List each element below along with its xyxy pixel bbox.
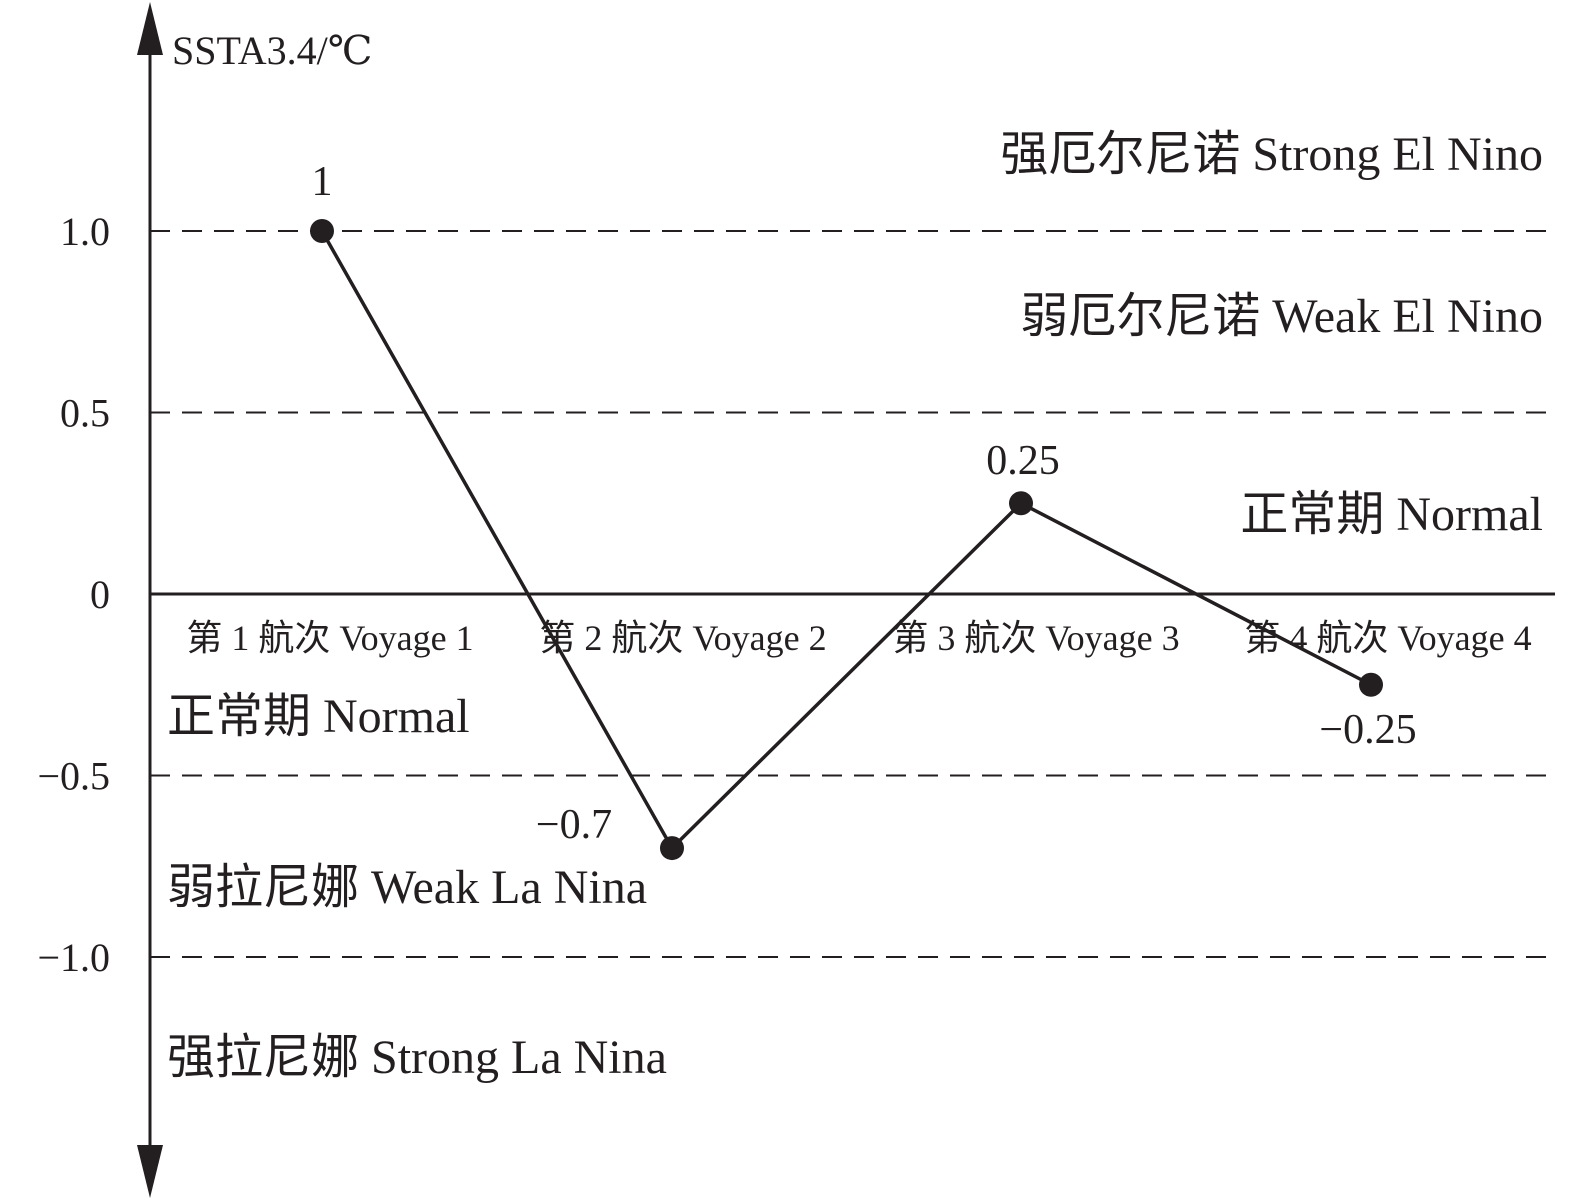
x-category-label: 第 1 航次 Voyage 1 bbox=[186, 618, 473, 658]
data-point bbox=[1359, 672, 1383, 697]
zone-label: 正常期 Normal bbox=[1240, 488, 1543, 541]
data-point bbox=[1009, 491, 1033, 516]
zone-label: 正常期 Normal bbox=[167, 690, 470, 743]
y-tick-label: 0.5 bbox=[60, 391, 110, 436]
data-label: −0.25 bbox=[1319, 707, 1416, 753]
series-line bbox=[320, 230, 1372, 851]
data-label: 0.25 bbox=[986, 438, 1060, 484]
y-axis-label: SSTA3.4/℃ bbox=[172, 28, 372, 73]
zone-label: 强拉尼娜 Strong La Nina bbox=[167, 1031, 667, 1084]
y-tick-label: 1.0 bbox=[60, 209, 110, 254]
data-point bbox=[310, 219, 334, 243]
y-axis-arrow-up bbox=[137, 2, 163, 55]
x-category-label: 第 4 航次 Voyage 4 bbox=[1244, 618, 1531, 658]
y-axis-arrow-down bbox=[137, 1145, 163, 1198]
y-tick-label: −1.0 bbox=[37, 935, 110, 980]
data-label: 1 bbox=[312, 159, 333, 205]
y-tick-label: −0.5 bbox=[37, 754, 110, 799]
data-point bbox=[660, 836, 684, 861]
x-category-label: 第 3 航次 Voyage 3 bbox=[892, 618, 1179, 658]
data-label: −0.7 bbox=[536, 802, 612, 848]
zone-label: 弱拉尼娜 Weak La Nina bbox=[167, 861, 647, 914]
zone-label: 强厄尔尼诺 Strong El Nino bbox=[1000, 128, 1543, 181]
zone-label: 弱厄尔尼诺 Weak El Nino bbox=[1020, 290, 1543, 343]
x-category-label: 第 2 航次 Voyage 2 bbox=[539, 618, 826, 658]
y-tick-label: 0 bbox=[90, 572, 110, 617]
